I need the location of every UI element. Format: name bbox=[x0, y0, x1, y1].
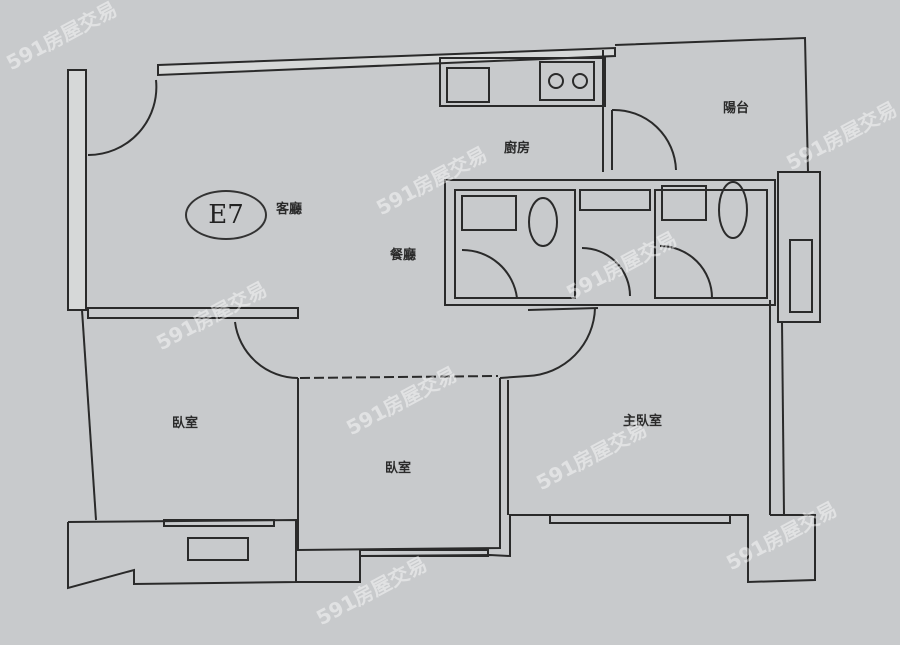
sink-icon bbox=[446, 67, 490, 103]
master-wall bbox=[499, 375, 529, 379]
bedroom-door-arc bbox=[234, 321, 299, 379]
ac-unit bbox=[187, 537, 249, 561]
balcony-wall bbox=[614, 36, 810, 173]
bedroom-left-label: 臥室 bbox=[172, 416, 199, 431]
shower-icon bbox=[579, 189, 651, 211]
top-wall bbox=[157, 46, 616, 77]
kitchen-counter bbox=[439, 57, 606, 107]
unit-code-badge: E7 bbox=[185, 190, 267, 240]
bathroom-inner bbox=[454, 189, 576, 299]
toilet-icon bbox=[528, 197, 558, 247]
bathroom-block bbox=[444, 179, 776, 306]
shower-door-arc bbox=[581, 247, 631, 297]
left-wall-lower bbox=[81, 309, 97, 521]
balcony-door-arc bbox=[611, 108, 677, 171]
living-room-label: 客廳 bbox=[276, 202, 303, 217]
bedroom-divider bbox=[87, 307, 299, 319]
duct-inner bbox=[789, 239, 813, 313]
master-bedroom-label: 主臥室 bbox=[623, 414, 663, 429]
bathroom-door-arc bbox=[461, 248, 518, 299]
bathtub-icon bbox=[461, 195, 517, 231]
window-middle bbox=[359, 549, 489, 557]
bottom-mid-ledge bbox=[295, 514, 816, 584]
window-master bbox=[549, 514, 731, 524]
entry-door-arc bbox=[87, 79, 158, 157]
master-wall-top bbox=[527, 307, 599, 311]
bathroom2-door-arc bbox=[659, 245, 713, 299]
kitchen-label: 廚房 bbox=[504, 141, 531, 156]
duct bbox=[777, 171, 821, 323]
burner-icon bbox=[548, 73, 564, 89]
stove-icon bbox=[539, 61, 595, 101]
left-wall bbox=[67, 69, 87, 311]
dining-room-label: 餐廳 bbox=[390, 248, 417, 263]
burner-icon bbox=[572, 73, 588, 89]
sink-icon bbox=[661, 185, 707, 221]
master-door-arc bbox=[527, 307, 596, 377]
bedroom-middle-label: 臥室 bbox=[385, 461, 412, 476]
window-left bbox=[163, 519, 275, 527]
right-wall-outer bbox=[781, 321, 785, 516]
bottom-left-ledge bbox=[67, 518, 297, 590]
toilet-icon bbox=[718, 181, 748, 239]
balcony-label: 陽台 bbox=[723, 101, 750, 116]
sliding-door bbox=[299, 375, 499, 379]
